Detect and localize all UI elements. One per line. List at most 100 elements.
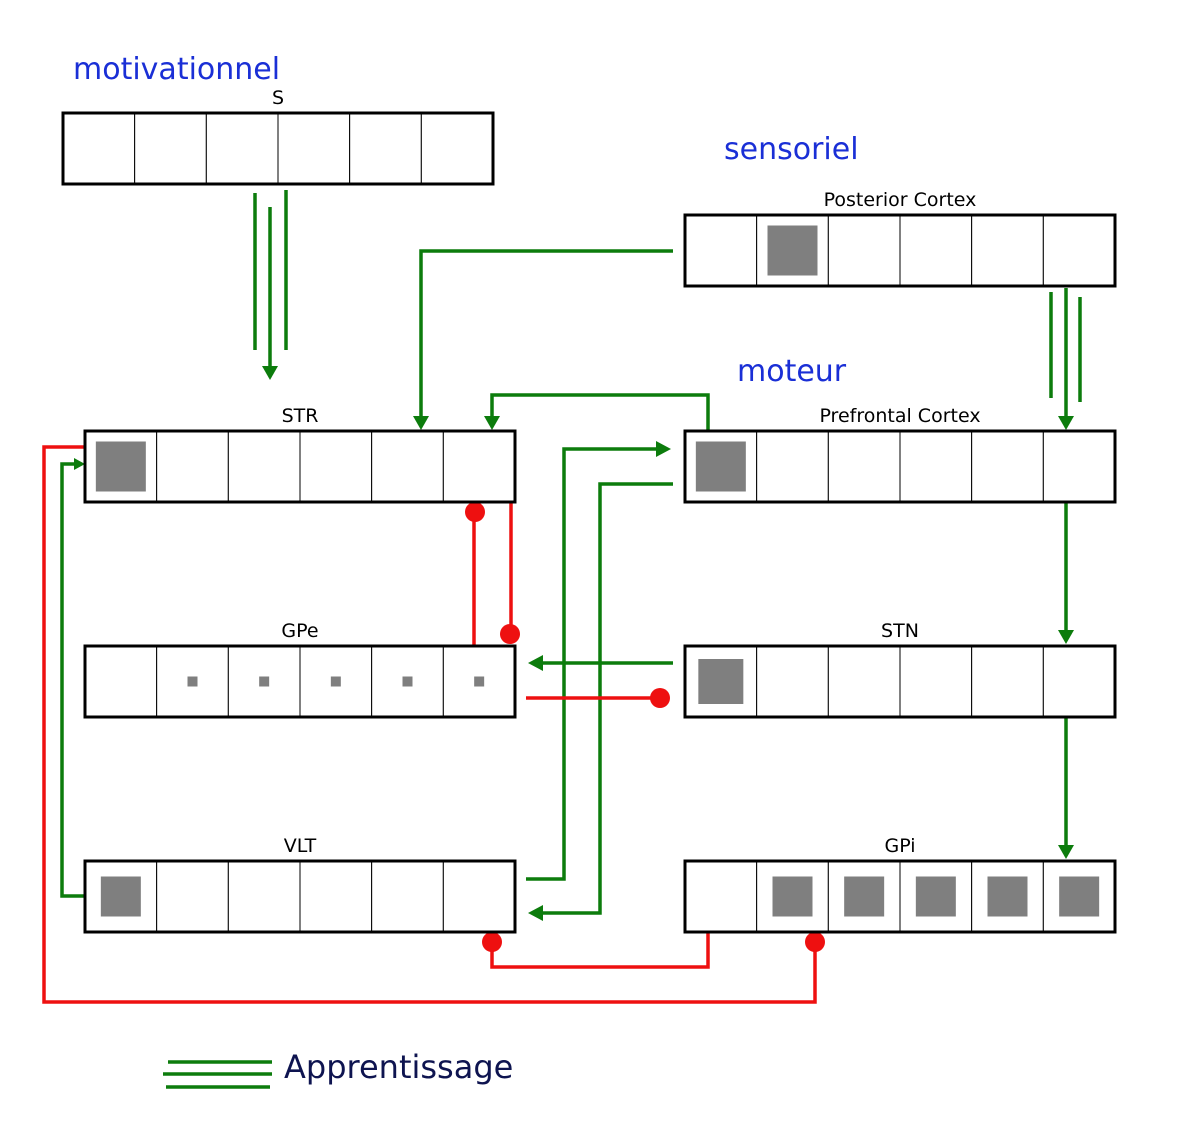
layer-unit xyxy=(827,645,901,718)
layer-unit xyxy=(1042,430,1116,503)
layer-unit xyxy=(134,112,207,185)
unit-activity-square xyxy=(987,876,1028,917)
arrowhead xyxy=(413,416,429,430)
layer-unit xyxy=(684,214,758,287)
region-label-sensory: sensoriel xyxy=(724,132,859,167)
layer-unit xyxy=(227,430,301,503)
unit-activity-square xyxy=(187,676,198,687)
layer-label: VLT xyxy=(284,835,317,857)
layer-unit xyxy=(156,430,229,503)
layer-unit xyxy=(442,430,516,503)
layer-unit xyxy=(205,112,279,185)
inhibitory-connection-str-to-gpe xyxy=(500,502,520,644)
layer-s: S xyxy=(61,87,495,186)
layer-vlt: VLT xyxy=(83,835,517,934)
legend-label-learning: Apprentissage xyxy=(284,1048,513,1086)
layer-unit xyxy=(899,645,973,718)
layer-label: Posterior Cortex xyxy=(824,189,977,211)
arrowhead xyxy=(1058,416,1074,430)
layer-border xyxy=(83,429,517,504)
layer-unit xyxy=(227,860,301,933)
arrowhead xyxy=(262,366,278,380)
layer-border xyxy=(83,859,517,934)
layer-stn: STN xyxy=(683,620,1117,719)
connection-stn-to-gpe xyxy=(528,655,673,671)
layer-unit xyxy=(84,645,158,718)
layer-unit xyxy=(299,430,373,503)
arrowhead xyxy=(74,458,85,470)
connection-prefrontal-to-stn xyxy=(1058,502,1074,644)
inhibitory-terminal xyxy=(650,688,670,708)
layer-unit xyxy=(756,430,829,503)
layer-unit xyxy=(349,112,422,185)
layer-unit xyxy=(420,112,494,185)
unit-activity-square xyxy=(695,441,746,492)
layer-gpi: GPi xyxy=(683,835,1117,934)
connection-vlt-to-str xyxy=(60,458,85,898)
unit-activity-square xyxy=(767,225,818,276)
arrowhead xyxy=(1058,845,1074,859)
layer-label: STN xyxy=(881,620,919,642)
connections xyxy=(42,190,1082,1004)
layer-unit xyxy=(156,860,229,933)
connection-stn-to-gpi xyxy=(1058,717,1074,859)
layer-border xyxy=(683,644,1117,719)
layer-unit xyxy=(971,214,1044,287)
layer-prefrontal-cortex: Prefrontal Cortex xyxy=(683,405,1117,504)
inhibitory-terminal xyxy=(500,624,520,644)
legend: Apprentissage xyxy=(163,1048,513,1089)
layer-border xyxy=(683,859,1117,934)
layer-border xyxy=(683,429,1117,504)
layer-border xyxy=(83,644,517,719)
unit-activity-square xyxy=(915,876,956,917)
unit-activity-square xyxy=(95,441,146,492)
learning-connection-s-to-str xyxy=(253,190,288,380)
layer-unit xyxy=(299,860,373,933)
layer-unit xyxy=(371,430,444,503)
layer-label: Prefrontal Cortex xyxy=(819,405,980,427)
layer-unit xyxy=(756,645,829,718)
connection-prefrontal-to-str xyxy=(484,393,710,430)
inhibitory-terminal xyxy=(465,502,485,522)
layer-unit xyxy=(971,430,1044,503)
arrowhead xyxy=(528,655,543,671)
arrowhead xyxy=(528,905,543,921)
layer-posterior-cortex: Posterior Cortex xyxy=(683,189,1117,288)
layer-label: GPi xyxy=(884,835,915,857)
inhibitory-connection-gpi-to-vlt xyxy=(482,932,710,969)
layer-unit xyxy=(277,112,351,185)
layer-unit xyxy=(442,860,516,933)
arrowhead xyxy=(656,441,671,457)
layer-unit xyxy=(971,645,1044,718)
layer-unit xyxy=(371,860,444,933)
layer-unit xyxy=(899,214,973,287)
layer-border xyxy=(61,111,495,186)
inhibitory-connection-str-to-gpi xyxy=(42,445,825,1004)
unit-activity-square xyxy=(259,676,270,687)
inhibitory-terminal xyxy=(805,932,825,952)
unit-activity-square xyxy=(330,676,341,687)
connection-posterior-to-str xyxy=(413,249,673,430)
layer-label: S xyxy=(272,87,284,109)
learning-legend-icon xyxy=(163,1060,272,1089)
region-label-motivational: motivationnel xyxy=(73,52,280,87)
unit-activity-square xyxy=(1059,876,1100,917)
layer-label: GPe xyxy=(281,620,318,642)
learning-connection-posterior-to-prefrontal xyxy=(1049,288,1082,430)
layer-unit xyxy=(1042,645,1116,718)
layer-unit xyxy=(899,430,973,503)
unit-activity-square xyxy=(100,876,141,917)
unit-activity-square xyxy=(698,659,744,704)
region-label-motor: moteur xyxy=(737,354,847,389)
layer-unit xyxy=(827,430,901,503)
arrowhead xyxy=(484,416,500,430)
unit-activity-square xyxy=(844,876,885,917)
inhibitory-terminal xyxy=(482,932,502,952)
arrowhead xyxy=(1058,630,1074,644)
inhibitory-connection-gpe-to-stn xyxy=(526,688,670,708)
layer-unit xyxy=(684,860,758,933)
layer-label: STR xyxy=(282,405,319,427)
inhibitory-connection-gpe-to-str xyxy=(465,502,485,646)
